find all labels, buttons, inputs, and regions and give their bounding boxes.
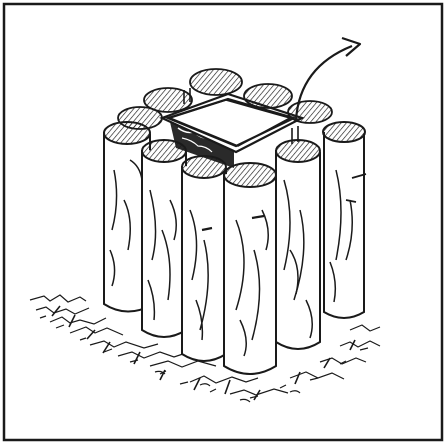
log-left-mid bbox=[142, 140, 186, 337]
log-front-left bbox=[182, 156, 226, 361]
log-right-mid bbox=[276, 140, 320, 349]
log-front-center bbox=[224, 163, 276, 374]
log-right-back bbox=[323, 122, 366, 318]
